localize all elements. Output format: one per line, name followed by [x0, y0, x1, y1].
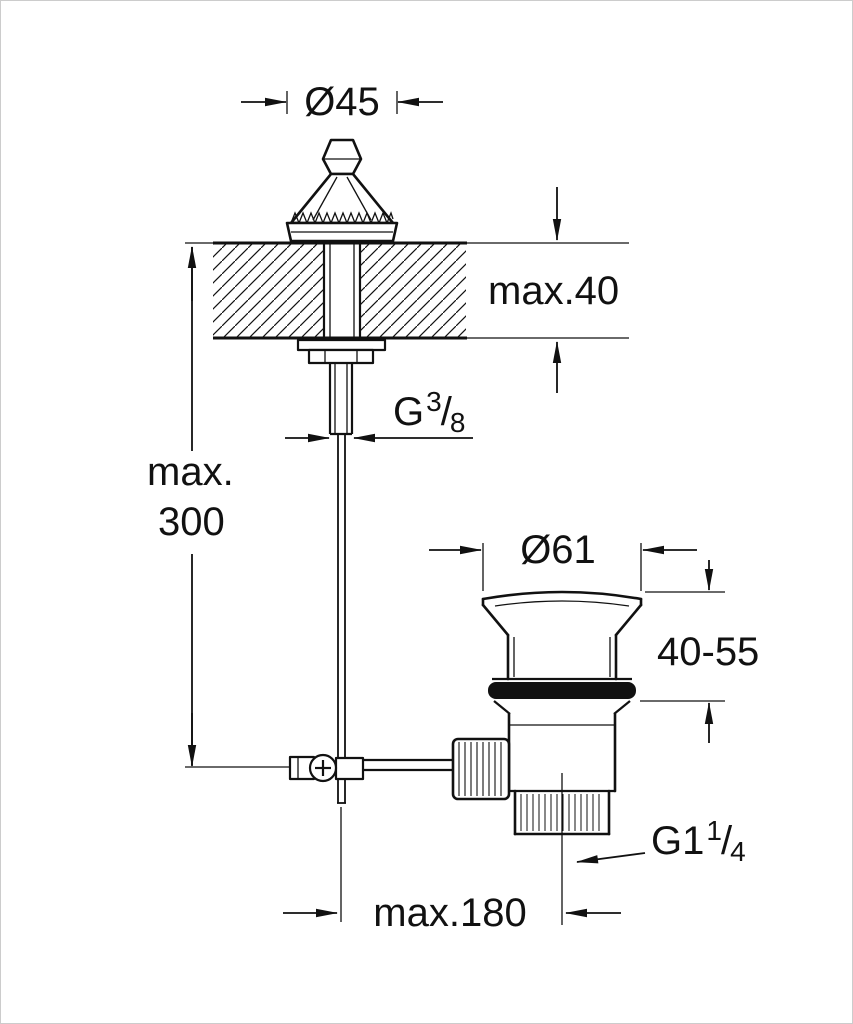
countertop-cross-section: [185, 241, 629, 340]
dim-outlet-thread-label: G11/4: [651, 815, 746, 867]
drain-waste-body: [451, 590, 643, 925]
knurled-wheel: [451, 737, 511, 801]
dim-rod-length-label-2: 300: [158, 500, 225, 544]
dim-outlet-thread: G11/4: [576, 815, 746, 867]
dim-knob-diameter: Ø45: [241, 80, 443, 124]
dim-flange-diameter-label: Ø61: [520, 528, 596, 572]
dim-horizontal-offset: max.180: [283, 807, 621, 935]
dim-rod-length: max. 300: [147, 246, 289, 768]
lever-clevis: [288, 753, 365, 783]
ball-rod: [364, 758, 453, 772]
lift-rod: [337, 434, 346, 804]
dim-rod-length-label-1: max.: [147, 450, 234, 494]
dim-counter-thickness-label: max.40: [488, 269, 619, 313]
mounting-nut: [296, 338, 387, 436]
threaded-stem: [322, 241, 362, 340]
pull-rod-knob: [285, 138, 399, 243]
dim-counter-thickness: max.40: [488, 187, 619, 393]
dim-horizontal-offset-label: max.180: [373, 891, 526, 935]
dim-clamp-range-label: 40-55: [657, 630, 759, 674]
dim-rod-thread-label: G3/8: [393, 386, 465, 438]
rubber-gasket: [488, 682, 636, 699]
dim-clamp-range: 40-55: [640, 560, 759, 743]
dim-flange-diameter: Ø61: [429, 528, 697, 591]
dim-rod-thread: G3/8: [285, 386, 473, 443]
dim-knob-diameter-label: Ø45: [304, 80, 380, 124]
